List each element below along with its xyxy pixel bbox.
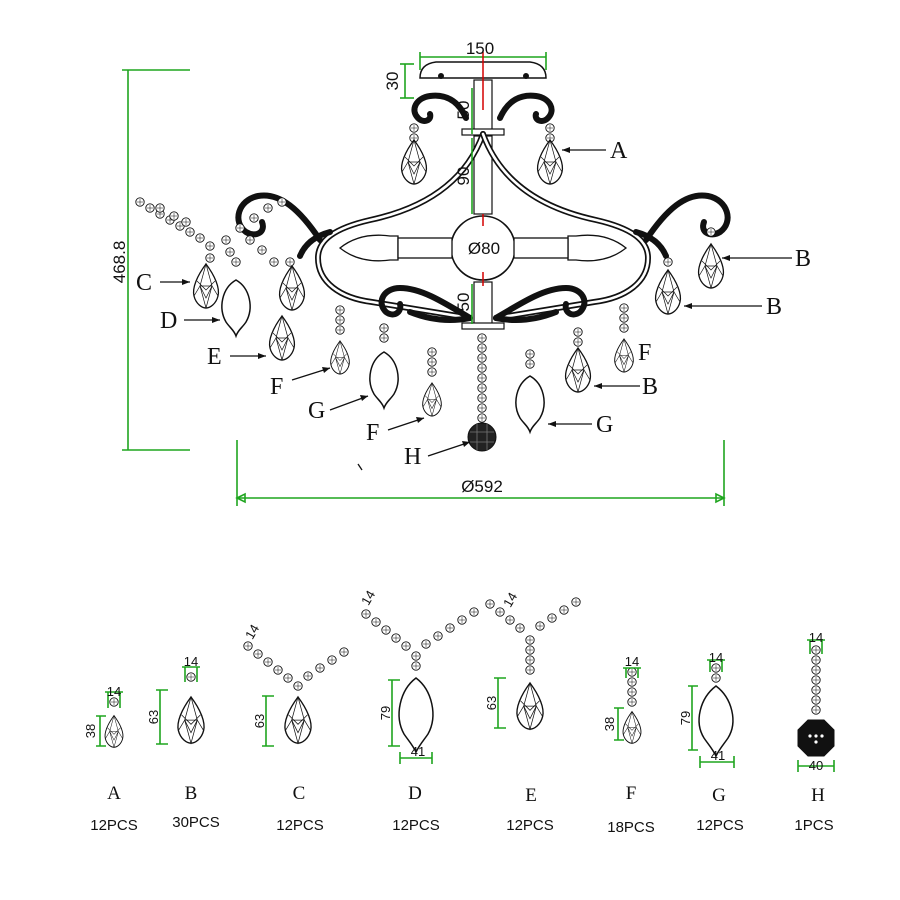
part-h: 14 40 — [797, 630, 835, 773]
dimension-lines — [122, 52, 726, 506]
frame-arms — [235, 92, 731, 323]
part-a-label: A — [107, 783, 121, 804]
main-elevation: 150 30 50 90 Ø80 50 468.8 Ø592 A B B B — [110, 39, 811, 506]
callout-f-2: F — [270, 374, 283, 400]
part-b-dim-1: 14 — [184, 654, 198, 669]
part-e-label: E — [525, 785, 537, 806]
part-d-qty: 12PCS — [392, 817, 440, 834]
callout-g-1: G — [596, 412, 613, 438]
part-d-label: D — [408, 783, 422, 804]
part-a-dim-2: 38 — [83, 724, 98, 738]
part-f-qty: 18PCS — [607, 819, 655, 836]
part-d-dim-3: 41 — [411, 744, 425, 759]
part-e-dim-1: 14 — [500, 590, 520, 610]
dim-canopy-height: 30 — [383, 72, 402, 91]
dim-stem-upper: 50 — [454, 101, 473, 120]
part-f-dim-2: 38 — [602, 717, 617, 731]
dim-top-width: 150 — [466, 39, 494, 58]
dim-stem-lower: 50 — [454, 293, 473, 312]
part-e: 14 63 — [484, 590, 581, 730]
part-g-label: G — [712, 785, 726, 806]
part-b: 14 63 — [146, 654, 205, 745]
part-f: 14 38 — [602, 654, 642, 744]
part-b-dim-2: 63 — [146, 710, 161, 724]
callout-e: E — [207, 344, 222, 370]
dim-overall-height: 468.8 — [110, 241, 129, 284]
callout-leaders — [160, 147, 792, 471]
part-d-dim-1: 14 — [358, 588, 378, 608]
dim-ball-diameter: Ø80 — [468, 239, 500, 258]
part-a-dim-1: 14 — [107, 684, 121, 699]
part-e-dim-2: 63 — [484, 696, 499, 710]
dim-stem-mid: 90 — [454, 167, 473, 186]
pendant-h — [467, 333, 497, 452]
part-d-dim-2: 79 — [378, 706, 393, 720]
part-g-dim-2: 79 — [678, 711, 693, 725]
part-h-dim-1: 14 — [809, 630, 823, 645]
callout-f-1: F — [638, 340, 651, 366]
part-h-label: H — [811, 785, 825, 806]
part-c: 14 63 — [242, 622, 349, 747]
part-b-label: B — [185, 783, 198, 804]
callout-a: A — [610, 138, 628, 164]
candle-bar — [338, 234, 628, 262]
part-c-dim-2: 63 — [252, 714, 267, 728]
part-f-dim-1: 14 — [625, 654, 639, 669]
dim-overall-diameter: Ø592 — [461, 477, 503, 496]
part-d: 14 79 41 — [358, 588, 479, 764]
part-c-dim-1: 14 — [242, 622, 262, 642]
part-c-label: C — [293, 783, 306, 804]
part-a-qty: 12PCS — [90, 817, 138, 834]
part-h-dim-2: 40 — [809, 758, 823, 773]
callout-b-3: B — [642, 374, 658, 400]
callout-b-1: B — [795, 246, 811, 272]
part-g-dim-1: 14 — [709, 650, 723, 665]
callout-c: C — [136, 270, 152, 296]
part-g: 14 79 41 — [678, 650, 735, 768]
part-g-dim-3: 41 — [711, 748, 725, 763]
callout-f-3: F — [366, 420, 379, 446]
parts-list: 14 38 14 63 14 63 — [83, 588, 835, 836]
part-a: 14 38 — [83, 684, 124, 748]
callout-b-2: B — [766, 294, 782, 320]
part-f-label: F — [626, 783, 637, 804]
part-b-qty: 30PCS — [172, 814, 220, 831]
part-h-qty: 1PCS — [794, 817, 833, 834]
part-g-qty: 12PCS — [696, 817, 744, 834]
callout-g-2: G — [308, 398, 325, 424]
part-e-qty: 12PCS — [506, 817, 554, 834]
part-c-qty: 12PCS — [276, 817, 324, 834]
callout-h: H — [404, 444, 421, 470]
bead-garlands — [135, 197, 287, 309]
callout-d: D — [160, 308, 177, 334]
